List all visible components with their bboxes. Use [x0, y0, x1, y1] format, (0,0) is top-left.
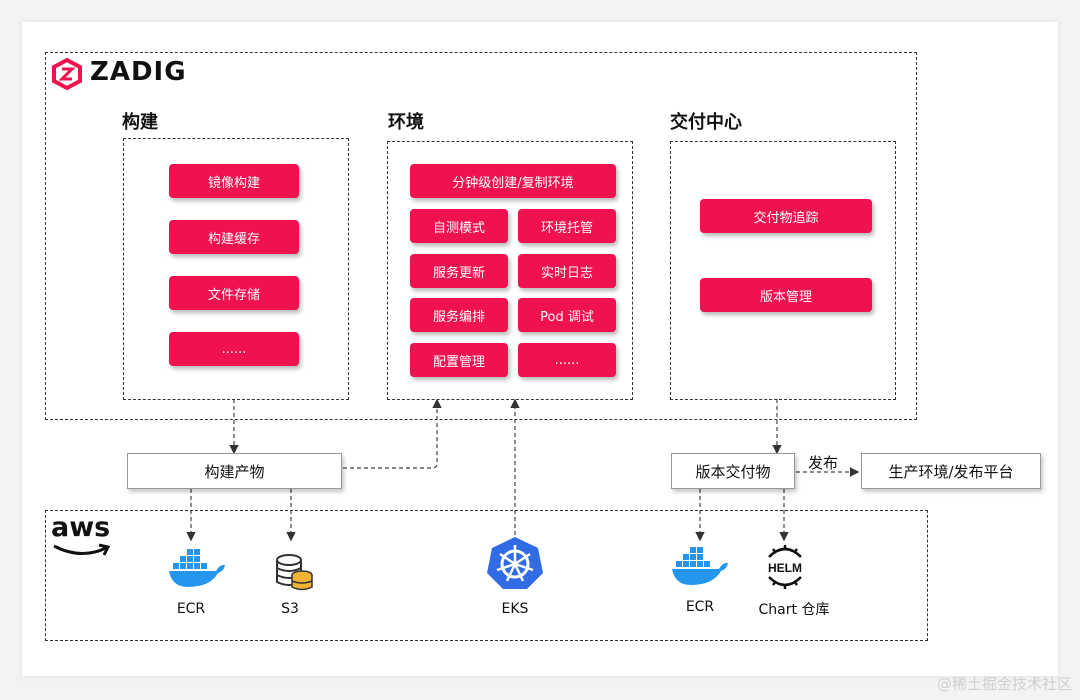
section-title-delivery: 交付中心: [670, 112, 742, 133]
delivery-item: 版本管理: [700, 278, 872, 312]
aws-service-label: EKS: [501, 601, 529, 617]
publish-label: 发布: [808, 454, 839, 472]
aws-logo: aws: [51, 514, 113, 564]
version-artifacts-box: 版本交付物: [671, 453, 795, 489]
build-item: 文件存储: [169, 276, 299, 310]
arrow-artifacts-to-env: [343, 398, 442, 469]
s3-database-icon: [274, 553, 314, 593]
env-item: 配置管理: [410, 343, 508, 377]
section-title-build: 构建: [122, 112, 158, 133]
aws-boundary: [45, 510, 928, 641]
delivery-item: 交付物追踪: [700, 199, 872, 233]
docker-icon: [671, 545, 729, 587]
env-item: 服务编排: [410, 298, 508, 332]
aws-service-label: ECR: [685, 599, 715, 615]
env-box: [387, 141, 633, 400]
delivery-box: [670, 141, 896, 400]
watermark: @稀土掘金技术社区: [936, 675, 1072, 693]
aws-service-label: S3: [281, 601, 299, 617]
docker-icon: [168, 547, 226, 589]
env-item: Pod 调试: [518, 298, 616, 332]
build-item: 镜像构建: [169, 164, 299, 198]
aws-service-label: ECR: [176, 601, 206, 617]
kubernetes-icon: [486, 535, 544, 591]
env-item: 实时日志: [518, 254, 616, 288]
svg-text:HELM: HELM: [768, 561, 802, 575]
production-target-box: 生产环境/发布平台: [861, 453, 1041, 489]
zadig-logo-icon: [51, 58, 83, 90]
aws-service-label: Chart 仓库: [758, 602, 830, 618]
section-title-env: 环境: [388, 112, 424, 133]
build-artifacts-box: 构建产物: [127, 453, 342, 489]
aws-logo-text: aws: [51, 512, 111, 543]
build-box: [123, 138, 349, 400]
env-item-top: 分钟级创建/复制环境: [410, 164, 616, 198]
env-item: ......: [518, 343, 616, 377]
env-item: 服务更新: [410, 254, 508, 288]
brand-name: ZADIG: [90, 57, 187, 87]
zadig-boundary: [45, 52, 917, 420]
helm-icon: HELM: [760, 543, 810, 591]
env-item: 环境托管: [518, 209, 616, 243]
build-item: 构建缓存: [169, 220, 299, 254]
build-item: ......: [169, 332, 299, 366]
env-item: 自测模式: [410, 209, 508, 243]
